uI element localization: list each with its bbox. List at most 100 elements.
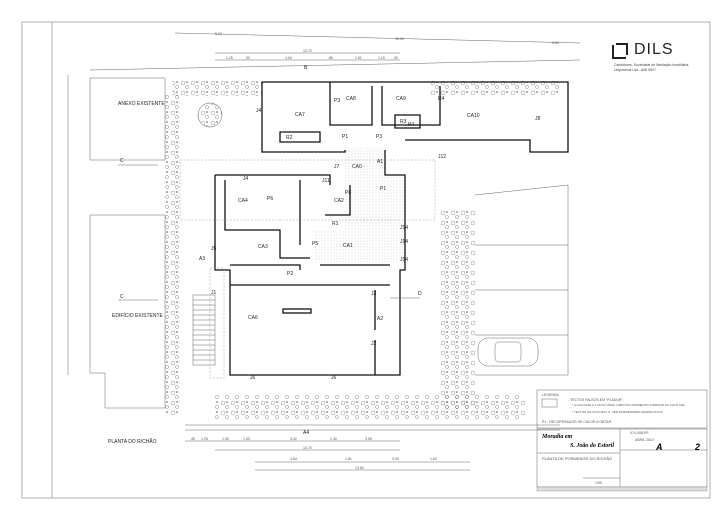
section-mark: D <box>418 291 422 297</box>
door-p4: P4 <box>408 122 414 128</box>
garden-vegetation <box>165 95 181 415</box>
drawing-scale: 1/50 <box>595 481 602 485</box>
dimension-label: 3.60 <box>552 41 559 45</box>
logo-mark-icon <box>612 45 626 59</box>
stairs <box>192 294 216 366</box>
garden-vegetation <box>440 210 475 410</box>
garden-vegetation <box>430 80 560 95</box>
room-r2: R2 <box>286 135 293 141</box>
room-ca0: CA0 <box>352 164 362 170</box>
room-ca10: CA10 <box>467 113 480 119</box>
window-j5: J5 <box>211 246 217 252</box>
room-r3: R3 <box>400 119 407 125</box>
window-j3: J3 <box>371 291 377 297</box>
dimension-lines <box>67 32 581 471</box>
door-p3: P3 <box>376 134 382 140</box>
dimension-label: 1.30 <box>330 437 337 441</box>
dimension-label: 1.15 <box>378 56 385 60</box>
window-j11: J11 <box>322 178 330 184</box>
sheet-number: 2 <box>694 442 700 452</box>
door-p2: P2 <box>287 271 293 277</box>
legend-item: - TECTOS FALSOS EM "PLADUR"; <box>568 398 624 402</box>
car <box>477 337 539 367</box>
area-a2: A2 <box>377 316 383 322</box>
legend-box <box>536 389 708 429</box>
sheet-letter: A <box>655 442 663 452</box>
tree <box>197 102 223 128</box>
door-p8: P8 <box>345 190 351 196</box>
sheet-border <box>21 21 711 499</box>
dimension-label: 4.04 <box>285 56 292 60</box>
dimension-label: 5.20 <box>215 32 222 36</box>
dimension-label: 15.94 <box>395 37 404 41</box>
drawing-date: ABRIL 2010 <box>635 438 654 442</box>
label-edificio-existente: EDIFÍCIO EXISTENTE <box>112 312 164 319</box>
drawing-title: PLANTA DE PORMENOR DO R/CHÃO <box>542 456 612 461</box>
room-ca9: CA9 <box>396 96 406 102</box>
door-p3: P3 <box>334 98 340 104</box>
window-j7: J7 <box>334 164 340 170</box>
window-j8: J8 <box>535 116 541 122</box>
room-ca8: CA8 <box>346 96 356 102</box>
section-mark: B <box>304 65 308 71</box>
existing-building <box>89 214 166 409</box>
room-r4: R4 <box>438 96 445 102</box>
legend-title: LEGENDA <box>542 393 559 397</box>
area-a3: A3 <box>199 256 205 262</box>
legend-swatch <box>541 398 558 408</box>
section-mark: C <box>120 158 124 164</box>
section-mark: C <box>120 294 124 300</box>
logo-name: DILS <box>634 41 674 58</box>
dimension-label: 1.50 <box>243 437 250 441</box>
logo-mark-icon <box>616 43 628 55</box>
window-j6: J6 <box>250 375 256 381</box>
dimension-label: 1.25 <box>226 56 233 60</box>
room-ca3: CA3 <box>258 244 268 250</box>
dimension-label: 1.60 <box>430 457 437 461</box>
window-j14: J14 <box>400 257 408 263</box>
door-p6: P6 <box>267 196 273 202</box>
window-j6: J6 <box>331 375 337 381</box>
window-j2: J2 <box>371 341 377 347</box>
paving-area <box>315 148 405 262</box>
room-ca2: CA2 <box>334 198 344 204</box>
door-p1: P1 <box>380 186 386 192</box>
dimension-label: 4.84 <box>290 457 297 461</box>
room-ca6: CA6 <box>248 315 258 321</box>
dimension-label: 1.30 <box>222 437 229 441</box>
door-p5: P5 <box>312 241 318 247</box>
dimension-label: 1.81 <box>345 457 352 461</box>
room-r1: R1 <box>332 221 339 227</box>
dimension-label: 1.61 <box>355 56 362 60</box>
project-name-line1: Moradia em <box>541 434 573 440</box>
dimension-label: 10.70 <box>303 446 312 450</box>
room-ca7: CA7 <box>295 112 305 118</box>
window-j14: J14 <box>400 239 408 245</box>
room-ca1: CA1 <box>343 243 353 249</box>
window-j14: J14 <box>400 225 408 231</box>
project-name-line2: S. João do Estoril <box>570 443 614 449</box>
window-j4: J4 <box>256 108 262 114</box>
room-ca4: CA4 <box>238 198 248 204</box>
dimension-label: .86 <box>328 56 333 60</box>
legend-item: * A COLOCAR A 2,40 DO NÍVEL LIMPO DO PAV… <box>572 403 685 407</box>
dimension-label: 3.05 <box>392 457 399 461</box>
garden-vegetation <box>215 395 525 420</box>
area-a1: A1 <box>377 159 383 165</box>
title-block <box>536 428 708 492</box>
dimension-label: .30 <box>393 56 398 60</box>
dimension-label: 3.05 <box>365 437 372 441</box>
dimension-label: .30 <box>245 56 250 60</box>
dimension-label: .45 <box>190 437 195 441</box>
area-a4: A4 <box>303 430 309 436</box>
dimension-label: 13.60 <box>355 466 364 470</box>
plan-title: PLANTA DO R/CHÃO <box>108 438 157 445</box>
logo-tagline: Cambitures, Sociedade de Mediação Imobil… <box>614 63 690 72</box>
dimension-label: 1.25 <box>201 437 208 441</box>
parking-area <box>474 184 569 376</box>
door-p1: P1 <box>342 134 348 140</box>
dimension-label: 10.70 <box>303 49 312 53</box>
garden-vegetation <box>172 80 262 96</box>
window-j12: J12 <box>438 154 446 160</box>
